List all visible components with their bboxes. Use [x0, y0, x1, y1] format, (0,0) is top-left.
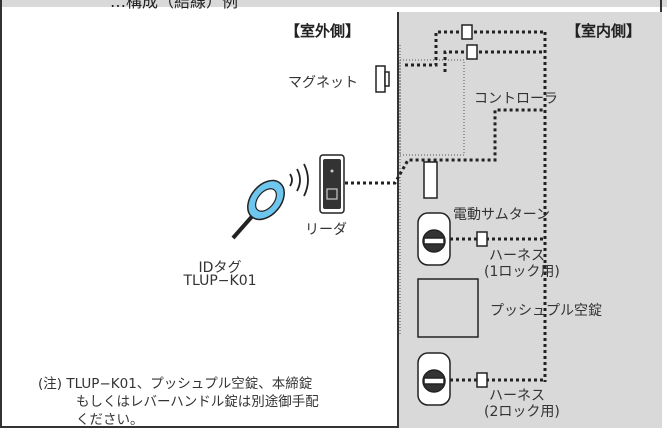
- reader-icon: [319, 154, 345, 214]
- id-tag-label-1: IDタグ: [198, 260, 242, 276]
- note-line-3: ください。: [76, 412, 144, 428]
- push-pull-label: プッシュプル空錠: [490, 303, 602, 319]
- connector-harness1: [476, 231, 488, 247]
- controller-label: コントローラ: [474, 91, 558, 107]
- harness1-label-2: (1ロック用): [484, 264, 560, 280]
- id-tag-icon: [231, 179, 285, 240]
- controller-box: [399, 59, 465, 156]
- magnet-label: マグネット: [288, 75, 358, 91]
- connector-harness2: [476, 372, 488, 388]
- reader-label: リーダ: [305, 222, 347, 238]
- wire-reader: [345, 108, 545, 185]
- note-line-2: もしくはレバーハンドル錠は別途御手配: [76, 394, 319, 410]
- harness2-label-1: ハーネス: [489, 388, 545, 404]
- connector-1: [461, 24, 473, 40]
- push-pull-lock-icon: [417, 278, 479, 338]
- indoor-sensor-icon: [423, 161, 438, 199]
- indoor-heading: 【室内側】: [566, 22, 642, 40]
- harness1-label-1: ハーネス: [489, 248, 545, 264]
- harness2-label-2: (2ロック用): [484, 404, 560, 420]
- header-title: …構成（結線）例: [110, 0, 239, 11]
- id-tag-label-2: TLUP−K01: [183, 273, 257, 289]
- thumbturn-icon: [417, 212, 451, 266]
- connectors: [461, 24, 488, 388]
- wire-controller-top2: [443, 50, 545, 72]
- thumbturn-label: 電動サムターン: [453, 207, 551, 223]
- note-line-1: (注) TLUP−K01、プッシュプル空錠、本締錠: [38, 376, 313, 392]
- radio-waves-icon: [289, 163, 309, 197]
- magnet-icon: [375, 65, 390, 93]
- connector-2: [466, 44, 478, 60]
- outdoor-heading: 【室外側】: [285, 22, 361, 40]
- thumbturn2-icon: [417, 352, 451, 406]
- wiring: [345, 30, 547, 382]
- header-bar: [0, 0, 667, 7]
